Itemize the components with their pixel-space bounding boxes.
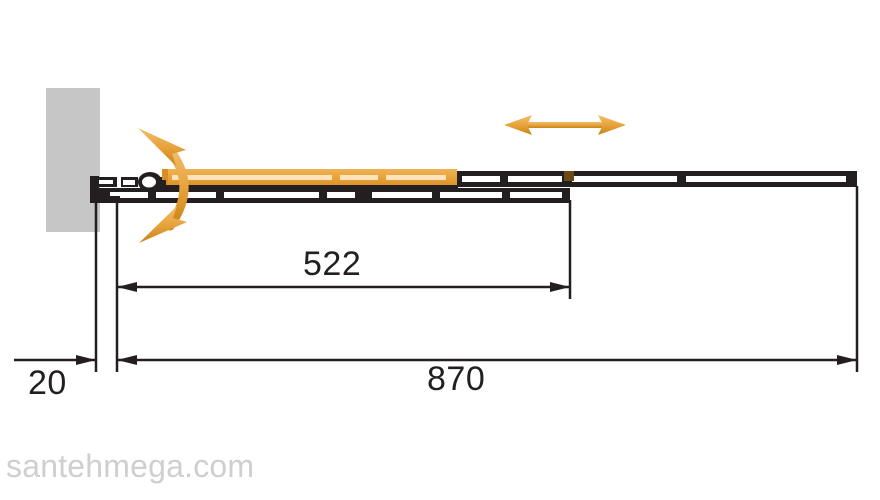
- dimension-870: [117, 355, 857, 365]
- dimension-label-870: 870: [427, 360, 486, 398]
- site-watermark: santehmega.com: [6, 448, 255, 484]
- wall-hinge: [90, 172, 166, 203]
- lower-rail: [95, 188, 570, 203]
- dimension-20: [14, 355, 96, 365]
- dimension-522: [117, 282, 570, 292]
- panel-under-edge: [150, 185, 458, 190]
- fixed-rail: [455, 171, 857, 187]
- wall-block: [46, 88, 100, 232]
- dimension-label-522: 522: [303, 245, 362, 283]
- extension-lines: [94, 186, 859, 372]
- slide-arrow: [504, 115, 626, 135]
- dimension-label-20: 20: [28, 364, 67, 402]
- rotation-arrow: [138, 128, 189, 243]
- movable-glass-panel: [162, 169, 457, 187]
